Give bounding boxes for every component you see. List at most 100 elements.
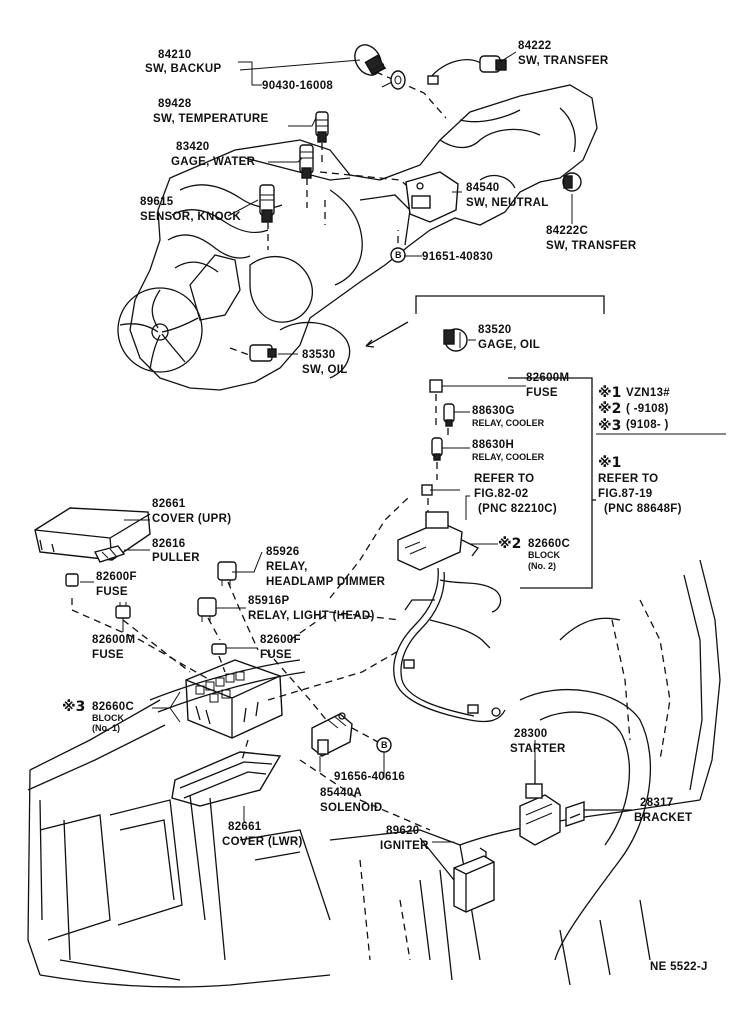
sw-transfer-part xyxy=(427,55,507,85)
label-relay-cooler-g: 88630G RELAY, COOLER xyxy=(472,405,545,428)
figure-code: NE 5522-J xyxy=(650,961,708,973)
svg-text:82600M: 82600M xyxy=(92,634,135,646)
fuse-f-mid-part xyxy=(211,643,227,655)
fuse-f-left-part xyxy=(65,573,79,587)
label-relay-headlamp: 85926 RELAY, HEADLAMP DIMMER xyxy=(266,546,386,588)
svg-text:B: B xyxy=(395,250,402,260)
refer82-leader xyxy=(465,495,470,520)
sw-backup-part xyxy=(354,44,387,76)
label-sw-backup: 84210 SW, BACKUP xyxy=(145,49,222,75)
label-gage-water: 83420 GAGE, WATER xyxy=(171,141,256,168)
label-solenoid: 85440A SOLENOID xyxy=(320,787,382,814)
svg-text:85916P: 85916P xyxy=(248,595,289,607)
igniter-part xyxy=(419,837,495,913)
svg-text:RELAY,: RELAY, xyxy=(266,561,308,573)
svg-text:88630H: 88630H xyxy=(472,439,514,451)
svg-text:85926: 85926 xyxy=(266,546,299,558)
svg-text:PULLER: PULLER xyxy=(152,552,200,564)
svg-text:89620: 89620 xyxy=(386,825,419,837)
label-cover-upr: 82661 COVER (UPR) xyxy=(152,498,231,525)
svg-text:GAGE, WATER: GAGE, WATER xyxy=(171,156,256,168)
svg-text:HEADLAMP DIMMER: HEADLAMP DIMMER xyxy=(266,576,386,588)
label-igniter: 89620 IGNITER xyxy=(380,825,429,852)
svg-text:89428: 89428 xyxy=(158,98,192,110)
solenoid-part xyxy=(311,712,353,757)
svg-text:(No. 1): (No. 1) xyxy=(92,723,120,733)
svg-text:RELAY, COOLER: RELAY, COOLER xyxy=(472,418,545,428)
svg-text:FIG.87-19: FIG.87-19 xyxy=(598,488,652,500)
gage-oil-bracket-line xyxy=(415,295,605,314)
cover-upr-part xyxy=(34,507,151,561)
svg-text:(No. 2): (No. 2) xyxy=(528,561,556,571)
svg-text:FUSE: FUSE xyxy=(92,649,124,661)
vehicle-body-illustration xyxy=(27,559,721,988)
svg-text:BRACKET: BRACKET xyxy=(634,812,692,824)
svg-text:※3: ※3 xyxy=(62,699,85,715)
label-fuse-m-left: 82600M FUSE xyxy=(92,634,135,661)
sw-transfer-c-part xyxy=(562,172,582,192)
svg-text:SW, BACKUP: SW, BACKUP xyxy=(145,63,222,75)
label-block-no2: ※2 82660C BLOCK (No. 2) xyxy=(498,536,570,571)
label-sensor-knock: 89615 SENSOR, KNOCK xyxy=(140,196,241,223)
svg-text:28317: 28317 xyxy=(640,797,673,809)
bracket-part xyxy=(565,801,632,827)
svg-text:SENSOR, KNOCK: SENSOR, KNOCK xyxy=(140,211,241,223)
svg-text:( -9108): ( -9108) xyxy=(626,403,669,415)
svg-text:83420: 83420 xyxy=(176,141,209,153)
svg-text:※3: ※3 xyxy=(598,418,621,434)
label-relay-light: 85916P RELAY, LIGHT (HEAD) xyxy=(248,595,375,622)
svg-text:(9108- ): (9108- ) xyxy=(626,419,669,431)
label-bolt-90430: 90430-16008 xyxy=(262,80,333,92)
label-leaders xyxy=(80,51,573,843)
label-sw-transfer: 84222 SW, TRANSFER xyxy=(518,40,609,67)
svg-text:B: B xyxy=(381,740,388,750)
gage-water-part xyxy=(299,144,314,179)
label-gage-oil: 83520 GAGE, OIL xyxy=(478,324,540,351)
svg-text:REFER TO: REFER TO xyxy=(474,473,534,485)
sw-temperature-part xyxy=(315,111,329,143)
svg-text:SW, NEUTRAL: SW, NEUTRAL xyxy=(466,197,549,209)
label-refer-fig-82: REFER TO FIG.82-02 (PNC 82210C) xyxy=(474,473,557,515)
svg-text:FUSE: FUSE xyxy=(260,649,292,661)
label-sw-oil: 83530 SW, OIL xyxy=(302,349,348,376)
svg-text:RELAY, LIGHT (HEAD): RELAY, LIGHT (HEAD) xyxy=(248,610,375,622)
svg-text:82600M: 82600M xyxy=(526,372,569,384)
svg-text:BLOCK: BLOCK xyxy=(528,550,560,560)
svg-text:89615: 89615 xyxy=(140,196,174,208)
svg-text:※1: ※1 xyxy=(598,385,621,401)
svg-text:SW, OIL: SW, OIL xyxy=(302,364,348,376)
svg-text:(PNC 82210C): (PNC 82210C) xyxy=(478,503,557,515)
label-sw-neutral: 84540 SW, NEUTRAL xyxy=(466,182,549,209)
engine-illustration xyxy=(117,84,598,391)
svg-text:83520: 83520 xyxy=(478,324,511,336)
svg-text:GAGE, OIL: GAGE, OIL xyxy=(478,339,540,351)
block-no1-part xyxy=(185,659,283,739)
relay-headlamp-part xyxy=(217,561,237,586)
svg-text:RELAY, COOLER: RELAY, COOLER xyxy=(472,452,545,462)
label-fuse-f-left: 82600F FUSE xyxy=(96,571,137,598)
label-sw-transfer-c: 84222C SW, TRANSFER xyxy=(546,225,637,252)
puller-part xyxy=(93,545,126,563)
svg-text:SW, TEMPERATURE: SW, TEMPERATURE xyxy=(153,113,268,125)
svg-text:82660C: 82660C xyxy=(528,538,570,550)
label-refer-fig-87: REFER TO FIG.87-19 (PNC 88648F) xyxy=(598,473,681,515)
sw-neutral-part xyxy=(405,171,459,223)
label-cover-lwr: 82661 COVER (LWR) xyxy=(222,821,303,848)
block-no2-part xyxy=(397,511,479,571)
bolt-91656-part: B xyxy=(376,737,392,753)
svg-text:IGNITER: IGNITER xyxy=(380,840,429,852)
svg-text:※1: ※1 xyxy=(598,455,621,471)
sensor-knock-part xyxy=(259,184,275,223)
wire-harness xyxy=(393,567,506,723)
svg-text:FUSE: FUSE xyxy=(526,387,558,399)
svg-text:VZN13#: VZN13# xyxy=(626,387,670,399)
svg-text:STARTER: STARTER xyxy=(510,743,566,755)
legend-notes: ※1 VZN13# ※2 ( -9108) ※3 (9108- ) ※1 xyxy=(596,385,726,471)
fuse-m-left-part xyxy=(115,602,131,619)
svg-text:COVER (UPR): COVER (UPR) xyxy=(152,513,231,525)
svg-text:83530: 83530 xyxy=(302,349,335,361)
group1-bracket-line xyxy=(508,377,593,589)
svg-text:COVER (LWR): COVER (LWR) xyxy=(222,836,303,848)
svg-text:FUSE: FUSE xyxy=(96,586,128,598)
